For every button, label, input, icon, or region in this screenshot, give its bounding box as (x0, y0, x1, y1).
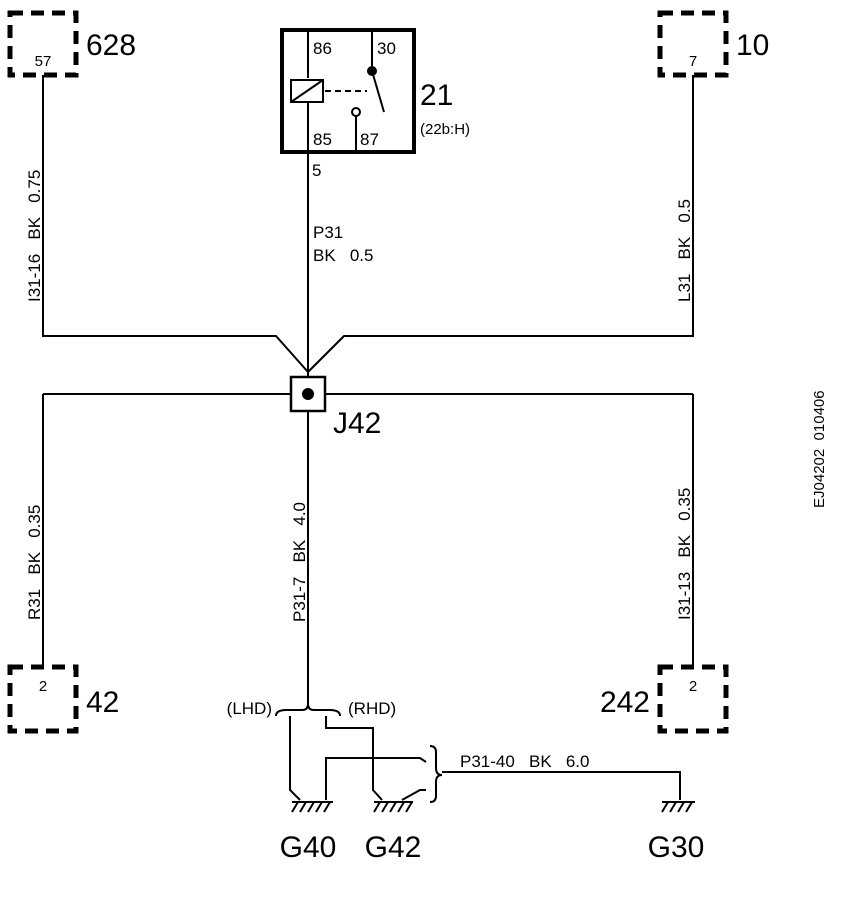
wire-label-relay-1: P31 (313, 223, 343, 242)
connector-628-pin: 57 (35, 53, 52, 70)
splice-j42: J42 (43, 375, 693, 440)
drive-option-brace: (LHD) (RHD) (227, 699, 397, 718)
ground-g30-label: G30 (648, 831, 705, 864)
connector-10: 7 10 (657, 10, 769, 78)
connector-42: 2 42 (7, 664, 119, 734)
ground-g42-icon (373, 801, 413, 813)
connector-242-label: 242 (600, 686, 650, 719)
upper-wires (42, 75, 694, 380)
wire-label-relay-2: BK 0.5 (313, 246, 373, 265)
splice-label: J42 (333, 407, 381, 440)
document-id: EJ04202 010406 (811, 390, 828, 508)
splice-dot-icon (302, 388, 314, 400)
connector-10-pin: 7 (689, 53, 697, 70)
relay-label: 21 (420, 79, 453, 112)
wire-label-ground: P31-40 BK 6.0 (460, 752, 589, 771)
wire-label-628: I31-16 BK 0.75 (25, 170, 44, 302)
connector-10-label: 10 (736, 29, 769, 62)
connector-628-label: 628 (86, 29, 136, 62)
connector-42-pin: 2 (39, 678, 47, 695)
connector-628: 57 628 (7, 10, 136, 78)
relay-21: 86 30 85 87 21 (22b:H) 5 (280, 28, 470, 180)
connector-242-pin: 2 (689, 678, 697, 695)
wire-label-42: R31 BK 0.35 (25, 505, 44, 620)
relay-output-pin: 5 (312, 161, 321, 180)
ground-g42-label: G42 (365, 831, 422, 864)
lower-wires (42, 394, 694, 704)
relay-reference: (22b:H) (420, 121, 470, 138)
ground-wiring (289, 716, 681, 803)
relay-pin-86: 86 (313, 39, 332, 58)
ground-g40-icon (291, 801, 333, 813)
connector-42-label: 42 (86, 686, 119, 719)
connector-242: 2 242 (600, 664, 729, 734)
relay-pin-30: 30 (377, 39, 396, 58)
relay-pin-87: 87 (360, 130, 379, 149)
wire-label-242: I31-13 BK 0.35 (675, 488, 694, 620)
option-lhd: (LHD) (227, 699, 272, 718)
option-rhd: (RHD) (348, 699, 396, 718)
relay-pin-85: 85 (313, 130, 332, 149)
wire-label-main: P31-7 BK 4.0 (290, 502, 309, 622)
wire-label-10: L31 BK 0.5 (675, 199, 694, 302)
ground-g30-icon (661, 801, 695, 813)
ground-g40-label: G40 (280, 831, 337, 864)
